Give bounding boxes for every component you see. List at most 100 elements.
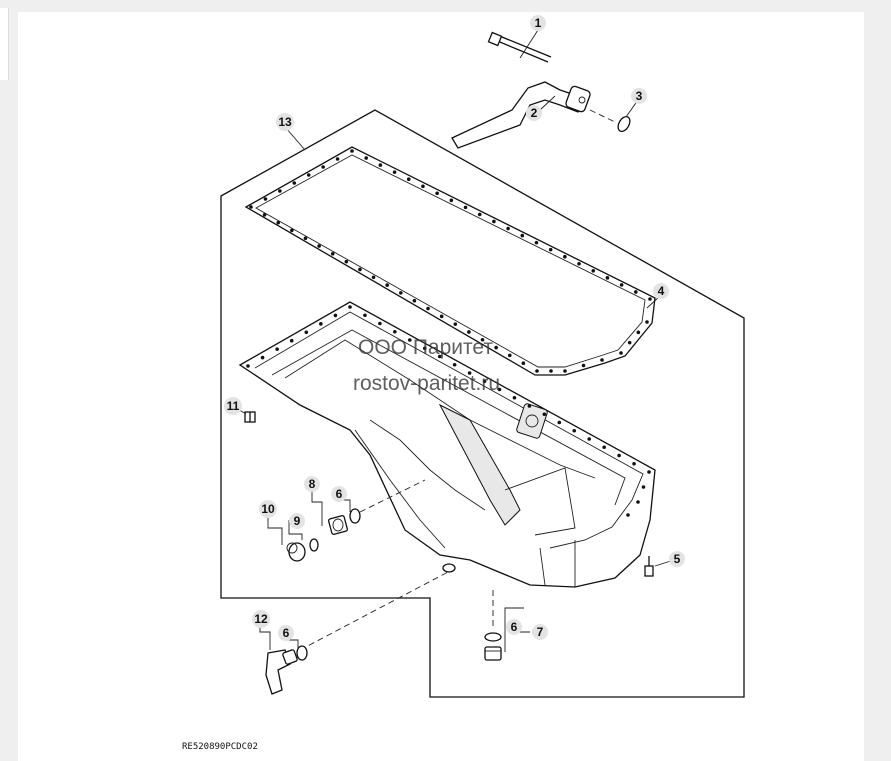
callout-6a: 6 xyxy=(331,486,347,502)
callout-4: 4 xyxy=(653,283,669,299)
fitting-8 xyxy=(328,515,348,535)
callout-11: 11 xyxy=(224,397,242,415)
bolt-hole xyxy=(371,275,376,280)
bolt-hole xyxy=(605,276,610,280)
bolt-hole xyxy=(507,353,512,358)
bolt-hole xyxy=(385,283,389,287)
bolt-hole xyxy=(426,306,430,311)
plug-10 xyxy=(286,542,306,562)
bolt-hole xyxy=(527,404,532,408)
bolt-hole xyxy=(393,329,397,334)
bolt-hole xyxy=(363,313,367,318)
bolt-hole xyxy=(480,337,485,342)
bolt-hole xyxy=(641,485,646,489)
bolt-hole xyxy=(482,379,487,384)
bolt-hole xyxy=(278,189,282,193)
viewer-side-panel xyxy=(0,8,9,80)
bolt-hole xyxy=(449,198,454,203)
bolt-hole xyxy=(262,213,267,217)
bolt-hole xyxy=(512,395,517,400)
bolt-hole xyxy=(632,461,636,466)
bolt-hole xyxy=(467,330,471,334)
svg-text:10: 10 xyxy=(261,502,275,516)
bolt-hole xyxy=(422,346,427,351)
bolt-hole xyxy=(306,173,311,177)
svg-text:11: 11 xyxy=(227,399,240,413)
svg-text:8: 8 xyxy=(309,477,316,491)
bolt-hole xyxy=(492,219,496,224)
o-ring-3 xyxy=(617,115,631,133)
bolt-hole xyxy=(260,355,265,360)
bolt-hole xyxy=(463,205,468,210)
bolt-hole xyxy=(246,364,250,368)
callout-13: 13 xyxy=(276,113,294,131)
oil-pan xyxy=(238,301,656,588)
bolt-hole xyxy=(619,351,623,355)
callout-5: 5 xyxy=(669,551,685,567)
drain-plug-7 xyxy=(484,646,502,661)
bolt-hole xyxy=(263,197,268,201)
seal-9 xyxy=(309,538,319,552)
bolt-hole xyxy=(412,298,417,303)
bolt-hole xyxy=(617,453,621,458)
bolt-hole xyxy=(435,191,439,196)
bolt-hole xyxy=(453,322,458,326)
svg-text:6: 6 xyxy=(336,487,343,501)
svg-text:9: 9 xyxy=(294,514,301,528)
bolt-hole xyxy=(587,437,591,441)
svg-text:6: 6 xyxy=(283,626,290,640)
bolt-hole xyxy=(317,244,321,248)
bolt-hole xyxy=(577,261,581,266)
bolt-hole xyxy=(399,291,403,295)
bolt-hole xyxy=(645,320,649,324)
seal-6-fitting xyxy=(296,645,308,661)
seal-6-upper xyxy=(349,508,361,524)
callout-9: 9 xyxy=(289,513,305,529)
bolt-hole xyxy=(636,330,641,335)
bolt-hole xyxy=(304,330,309,335)
bolt-hole xyxy=(303,236,308,241)
svg-text:3: 3 xyxy=(636,89,643,103)
oil-pan-gasket xyxy=(244,146,656,376)
bolt-11 xyxy=(244,411,256,423)
watermark-website: rostov-paritet.ru xyxy=(353,372,500,395)
bolt-hole xyxy=(358,267,362,272)
seal-6-lower xyxy=(484,632,502,642)
bolt-hole xyxy=(378,321,382,326)
bolt-hole xyxy=(634,290,638,294)
callout-12: 12 xyxy=(252,610,270,628)
drawing-code: RE520890PCDC02 xyxy=(182,742,258,752)
bolt-hole xyxy=(350,149,354,153)
bolt-hole xyxy=(333,313,338,318)
bolt-hole xyxy=(563,254,567,259)
bolt-5 xyxy=(644,556,654,577)
svg-text:12: 12 xyxy=(254,612,268,626)
bolt-hole xyxy=(421,184,425,189)
bolt-hole xyxy=(535,369,539,373)
svg-text:13: 13 xyxy=(278,115,292,129)
bolt-hole xyxy=(275,347,279,351)
bolt-hole xyxy=(392,170,397,174)
assembly-boundary-frame xyxy=(220,109,745,698)
bolt-hole xyxy=(319,322,323,326)
bolt-hole xyxy=(276,220,281,225)
bolt-hole xyxy=(348,305,352,309)
callout-6c: 6 xyxy=(506,619,522,635)
bolt-hole xyxy=(477,212,482,217)
callout-3: 3 xyxy=(631,88,647,104)
bolt-hole xyxy=(581,363,586,368)
bolt-hole xyxy=(408,338,412,342)
callout-10: 10 xyxy=(259,500,277,518)
bolt-hole xyxy=(437,354,442,359)
bolt-hole xyxy=(591,269,596,273)
bolt-hole xyxy=(648,297,652,301)
svg-text:2: 2 xyxy=(531,106,538,120)
bolt-hole xyxy=(627,340,632,345)
svg-text:6: 6 xyxy=(511,620,518,634)
bolt-hole xyxy=(344,259,349,264)
bolt-hole xyxy=(557,420,562,425)
svg-text:1: 1 xyxy=(535,16,542,30)
bolt-hole xyxy=(321,165,325,169)
svg-text:5: 5 xyxy=(674,552,681,566)
